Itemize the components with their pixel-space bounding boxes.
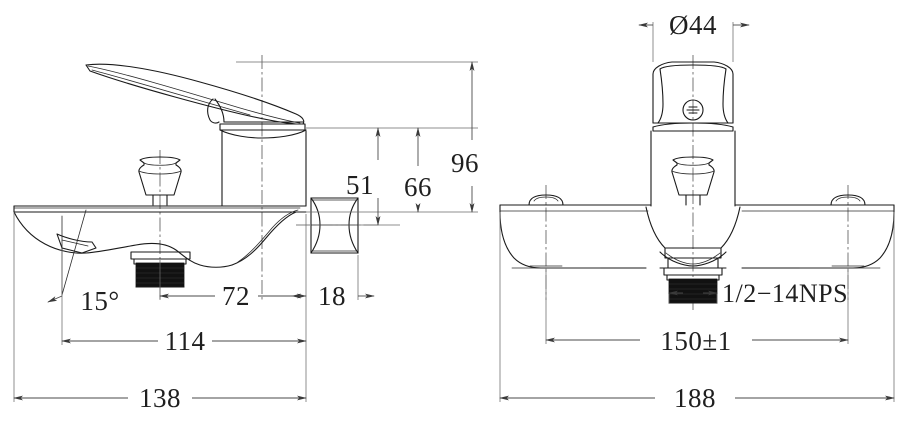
dimension-150-label: 150±1	[660, 326, 731, 356]
hex-union-nut	[296, 197, 378, 254]
dimension-96-label: 96	[451, 148, 479, 178]
dimension-44-label: Ø44	[669, 10, 717, 40]
dimension-72: 72	[159, 281, 307, 311]
diverter-knob-front	[671, 156, 715, 206]
dimension-96: 96	[451, 61, 479, 213]
dimension-138: 138	[13, 383, 307, 413]
dimension-114-label: 114	[165, 326, 206, 356]
dimension-nps: 1/2−14NPS	[668, 279, 848, 308]
dimension-18: 18	[291, 281, 375, 311]
side-elevation-view: 51 66 96	[13, 55, 479, 413]
front-elevation-view: Ø44 1/2−14NPS 150±1	[499, 10, 895, 413]
dimension-138-label: 138	[139, 383, 181, 413]
valve-body-column	[221, 130, 307, 207]
dimension-44: Ø44	[638, 10, 750, 40]
inlet-fittings	[528, 194, 866, 267]
dimension-66: 66	[404, 127, 432, 213]
dimension-150: 150±1	[545, 326, 849, 356]
handle-lever	[85, 63, 305, 125]
threaded-outlet-front	[663, 267, 723, 304]
dimension-15-degree: 15°	[47, 286, 119, 316]
diverter-knob	[138, 156, 182, 206]
dimension-15-degree-label: 15°	[80, 286, 119, 316]
dimension-188: 188	[499, 383, 895, 413]
dimension-51-label: 51	[346, 170, 374, 200]
valve-body-front	[650, 130, 736, 207]
dimension-18-label: 18	[318, 281, 346, 311]
dimension-66-label: 66	[404, 172, 432, 202]
set-screw-circle	[682, 99, 704, 121]
dimension-51: 51	[346, 127, 381, 226]
handle-cap	[219, 123, 307, 139]
handle-cap-front	[652, 61, 734, 132]
dimension-188-label: 188	[674, 383, 716, 413]
threaded-outlet-side	[130, 251, 191, 288]
dimension-72-label: 72	[222, 281, 250, 311]
dimension-114: 114	[61, 326, 307, 356]
dimension-nps-label: 1/2−14NPS	[722, 279, 848, 308]
escutcheon-body	[499, 204, 895, 269]
